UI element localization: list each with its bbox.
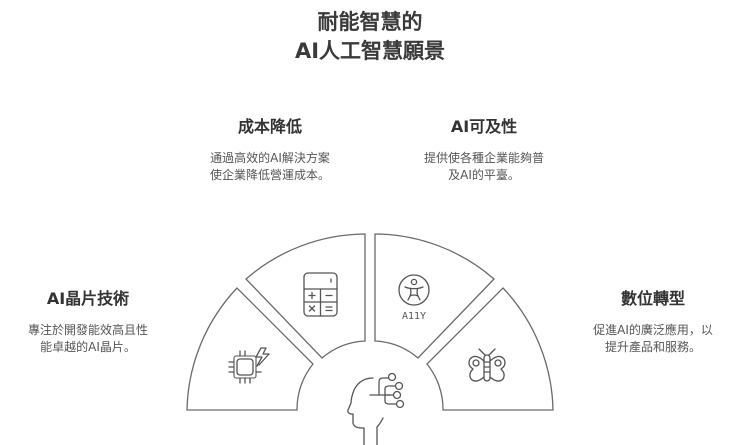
cost-reduction-description: 通過高效的AI解決方案 使企業降低營運成本。 [170, 150, 370, 184]
ai-chip-block: AI晶片技術 專注於開發能效高且性 能卓越的AI晶片。 [0, 288, 176, 356]
cost-reduction-heading: 成本降低 [237, 117, 302, 136]
chip-power-icon [228, 347, 270, 384]
ai-accessibility-heading: AI可及性 [450, 117, 518, 136]
chip-desc-line-2: 能卓越的AI晶片。 [40, 340, 136, 354]
segment-digital-transformation [426, 287, 554, 411]
cost-desc-line-2: 使企業降低營運成本。 [209, 168, 330, 182]
calculator-icon [303, 272, 338, 317]
ai-accessibility-block: AI可及性 提供使各種企業能夠普 及AI的平臺。 [384, 116, 584, 184]
butterfly-icon [468, 348, 506, 382]
segment-cost-reduction [245, 233, 366, 359]
digital-transformation-heading: 數位轉型 [620, 289, 685, 308]
accessibility-icon [398, 274, 430, 306]
ai-accessibility-description: 提供使各種企業能夠普 及AI的平臺。 [384, 150, 584, 184]
ai-chip-heading: AI晶片技術 [46, 289, 130, 308]
a11y-label: A11Y [402, 311, 426, 322]
segment-ai-accessibility [374, 233, 495, 359]
title-line-2: AI人工智慧願景 [294, 39, 446, 63]
access-desc-line-1: 提供使各種企業能夠普 [423, 151, 544, 165]
digital-transformation-description: 促進AI的廣泛應用，以 提升產品和服務。 [566, 322, 740, 356]
transform-desc-line-2: 提升產品和服務。 [604, 340, 701, 354]
ai-head-network-icon [347, 372, 405, 445]
chip-desc-line-1: 專注於開發能效高且性 [27, 323, 148, 337]
segment-ai-chip [186, 287, 314, 411]
transform-desc-line-1: 促進AI的廣泛應用，以 [593, 323, 713, 337]
page-title: 耐能智慧的 AI人工智慧願景 [0, 8, 740, 66]
access-desc-line-2: 及AI的平臺。 [448, 168, 520, 182]
ai-chip-description: 專注於開發能效高且性 能卓越的AI晶片。 [0, 322, 176, 356]
digital-transformation-block: 數位轉型 促進AI的廣泛應用，以 提升產品和服務。 [566, 288, 740, 356]
cost-reduction-block: 成本降低 通過高效的AI解決方案 使企業降低營運成本。 [170, 116, 370, 184]
cost-desc-line-1: 通過高效的AI解決方案 [210, 151, 330, 165]
title-line-1: 耐能智慧的 [317, 10, 423, 34]
